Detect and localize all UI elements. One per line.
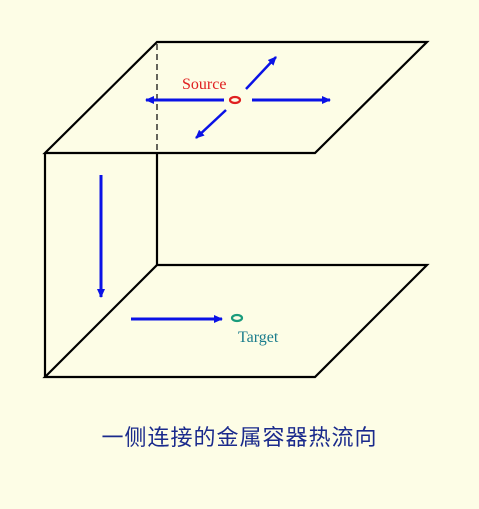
arrow-up-right [245,56,277,90]
target-point [230,313,244,323]
top-plate [42,40,430,155]
source-label: Source [182,76,226,93]
source-point [228,95,242,105]
arrow-down-left [195,109,227,139]
target-label: Target [238,329,279,346]
diagram-caption: 一侧连接的金属容器热流向 [101,426,378,451]
bottom-plate [42,263,430,379]
